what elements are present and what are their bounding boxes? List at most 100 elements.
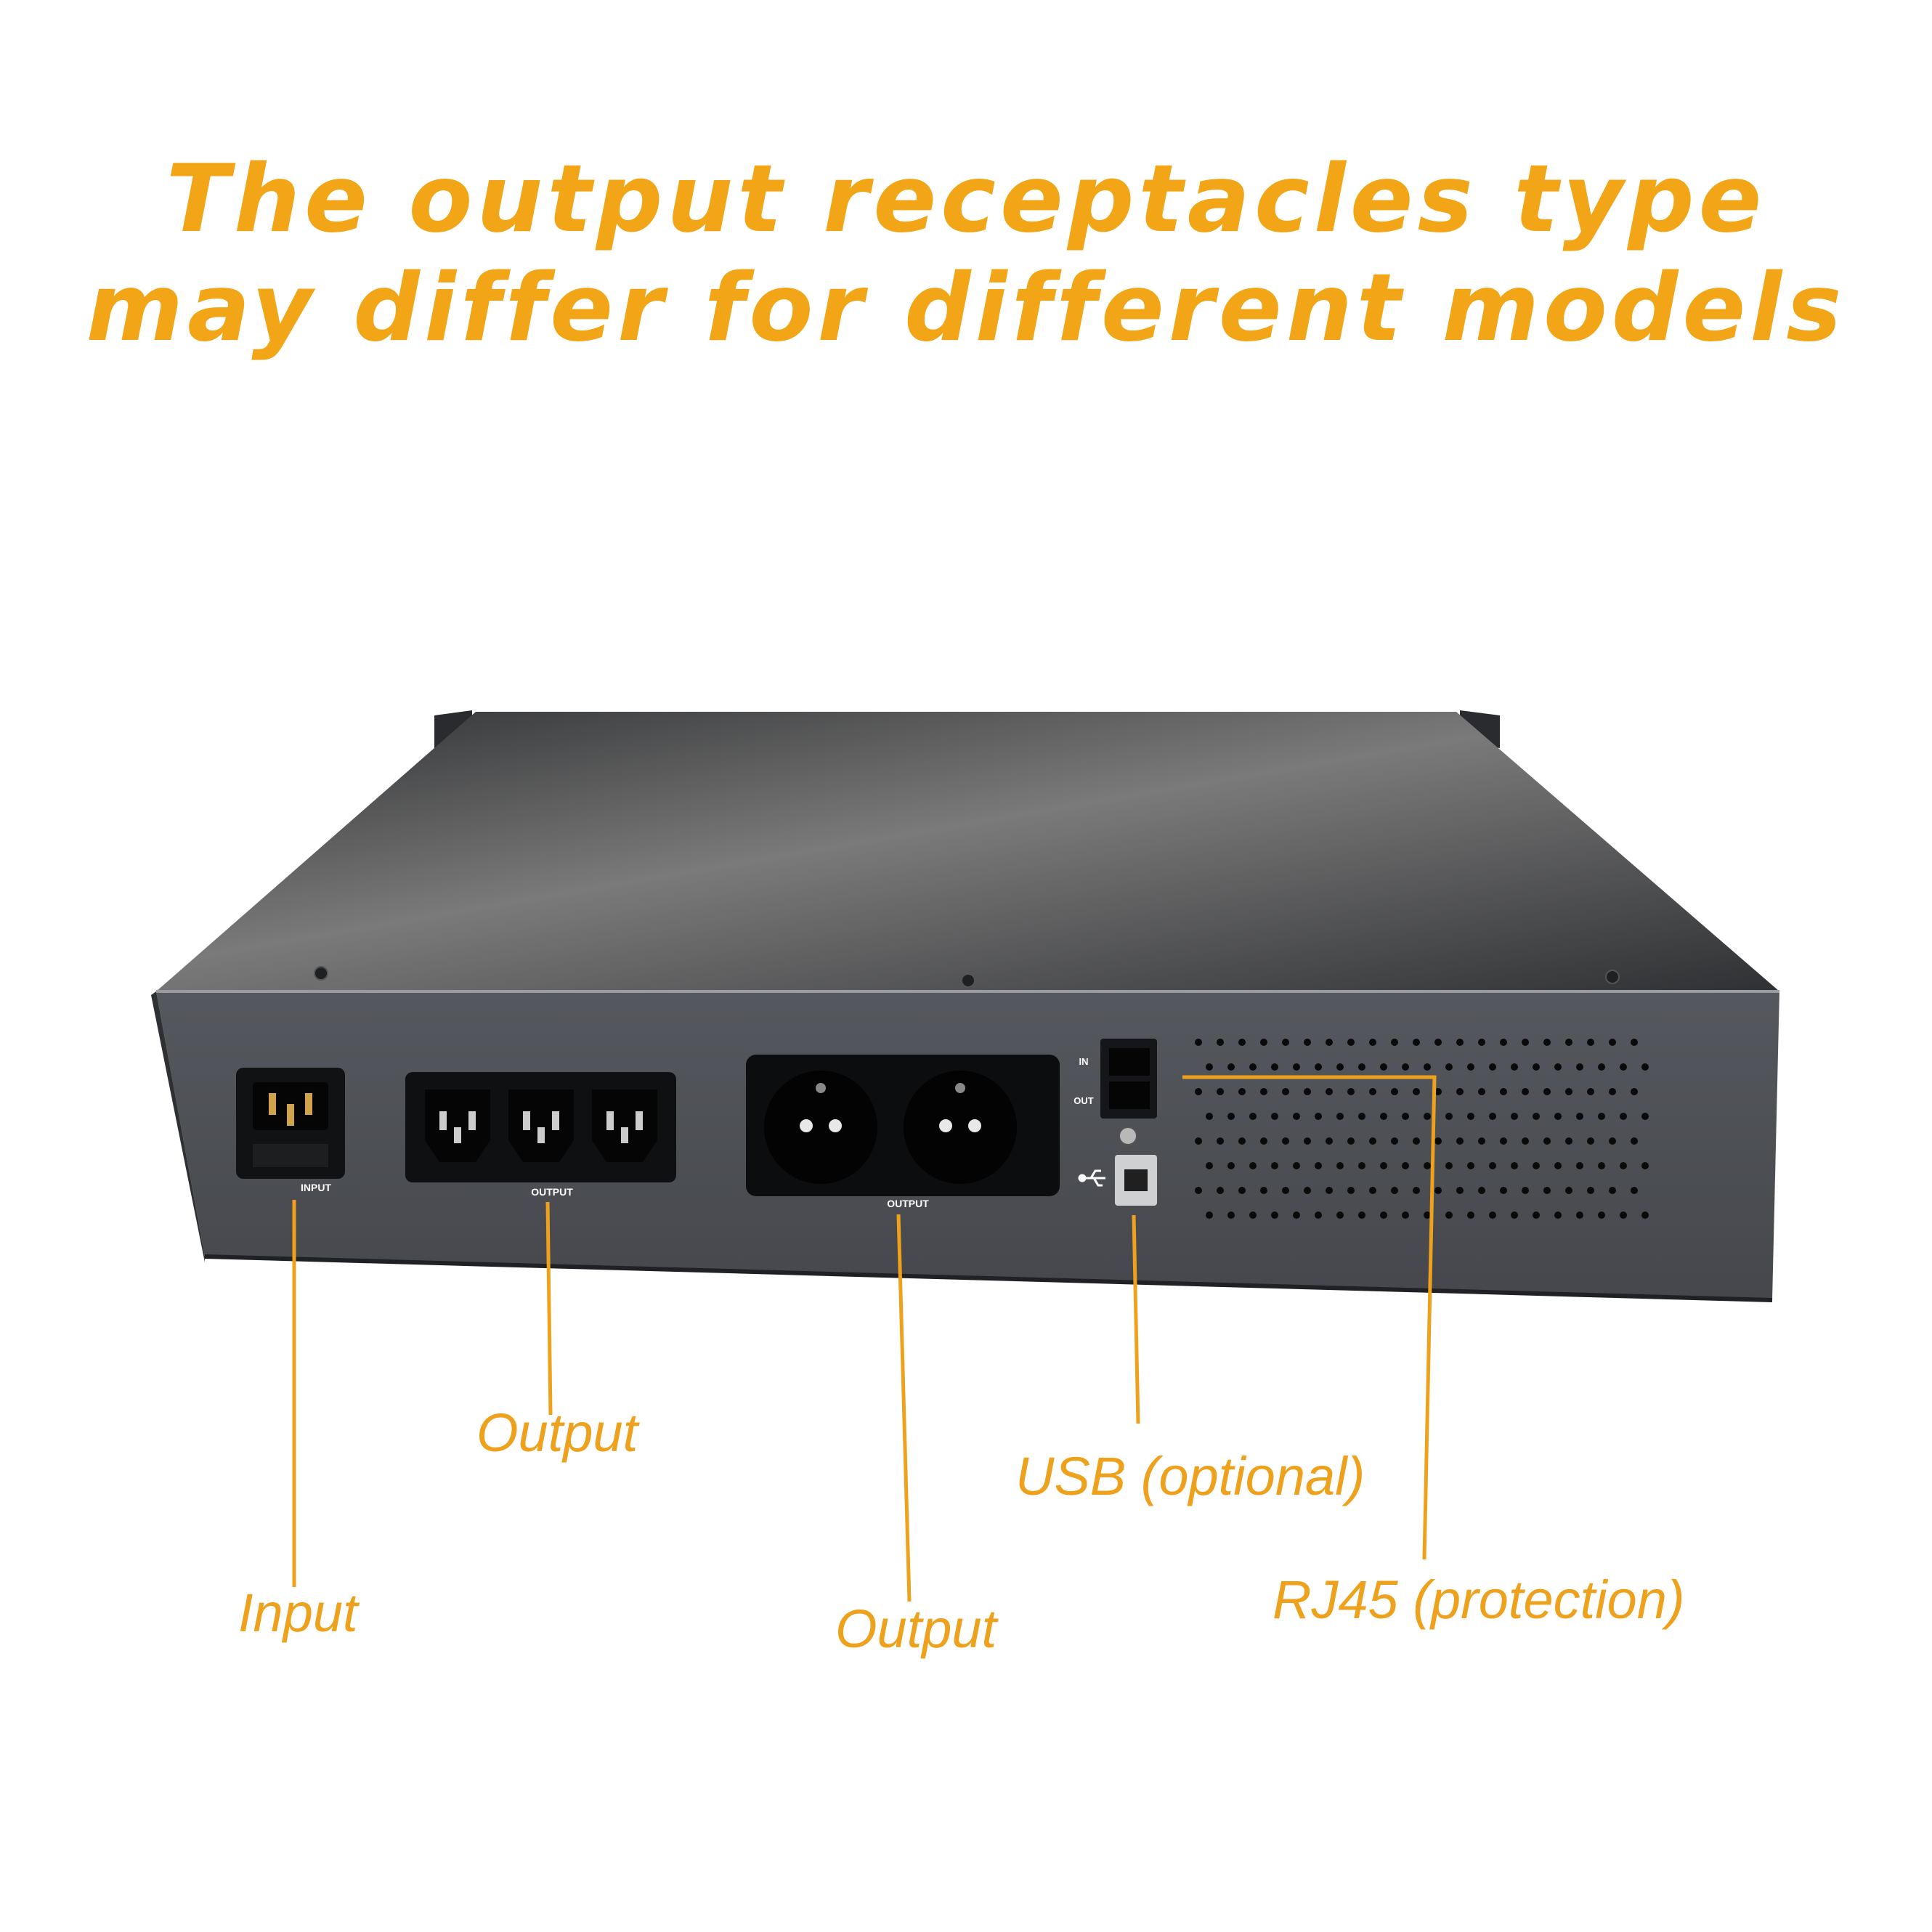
vent-hole <box>1326 1137 1333 1145</box>
vent-hole <box>1533 1063 1540 1071</box>
vent-hole <box>1478 1187 1485 1194</box>
callout-rj45: RJ45 (protection) <box>1273 1570 1685 1630</box>
vent-hole <box>1478 1039 1485 1046</box>
screw-2 <box>961 973 975 988</box>
vent-hole <box>1641 1063 1649 1071</box>
vent-hole <box>1391 1088 1398 1095</box>
vent-hole <box>1227 1162 1235 1169</box>
vent-hole <box>1620 1162 1627 1169</box>
vent-hole <box>1217 1137 1224 1145</box>
vent-hole <box>1641 1211 1649 1219</box>
vent-hole <box>1347 1039 1355 1046</box>
vent-hole <box>1260 1137 1267 1145</box>
input-panel-label: INPUT <box>301 1182 331 1193</box>
vent-hole <box>1543 1039 1551 1046</box>
usb-port <box>1115 1155 1157 1206</box>
vent-hole <box>1489 1211 1496 1219</box>
vent-hole <box>1282 1088 1289 1095</box>
vent-hole <box>1238 1088 1246 1095</box>
vent-hole <box>1249 1113 1257 1120</box>
schuko-output-panel-label: OUTPUT <box>887 1198 929 1209</box>
callout-output-schuko: Output <box>835 1599 997 1659</box>
vent-hole <box>1445 1063 1453 1071</box>
schuko-socket-2 <box>904 1071 1017 1184</box>
vent-hole <box>1445 1211 1453 1219</box>
vent-hole <box>1315 1211 1322 1219</box>
vent-hole <box>1326 1039 1333 1046</box>
vent-hole <box>1347 1187 1355 1194</box>
vent-hole <box>1434 1039 1442 1046</box>
vent-hole <box>1434 1137 1442 1145</box>
callout-output-iec: Output <box>476 1403 638 1463</box>
vent-hole <box>1304 1187 1311 1194</box>
vent-hole <box>1336 1063 1344 1071</box>
vent-hole <box>1565 1137 1572 1145</box>
vent-hole <box>1195 1137 1202 1145</box>
vent-hole <box>1413 1088 1420 1095</box>
vent-hole <box>1282 1039 1289 1046</box>
vent-hole <box>1631 1088 1638 1095</box>
vent-hole <box>1304 1039 1311 1046</box>
leader-line-usb <box>1132 1214 1140 1424</box>
rj45-out-label: OUT <box>1073 1095 1094 1106</box>
vent-hole <box>1413 1137 1420 1145</box>
iec-socket-2 <box>508 1089 574 1162</box>
vent-hole <box>1533 1211 1540 1219</box>
vent-hole <box>1467 1063 1474 1071</box>
rj45-port-block <box>1100 1039 1157 1119</box>
vent-hole <box>1565 1039 1572 1046</box>
vent-hole <box>1424 1211 1431 1219</box>
vent-hole <box>1500 1137 1507 1145</box>
vent-hole <box>1358 1162 1365 1169</box>
vent-hole <box>1391 1137 1398 1145</box>
vent-hole <box>1402 1211 1409 1219</box>
leader-line-rj45 <box>1182 1075 1437 1560</box>
vent-hole <box>1336 1162 1344 1169</box>
vent-hole <box>1467 1211 1474 1219</box>
vent-hole <box>1631 1187 1638 1194</box>
vent-hole <box>1576 1162 1583 1169</box>
vent-hole <box>1369 1187 1376 1194</box>
vent-hole <box>1227 1211 1235 1219</box>
usb-icon <box>1078 1169 1105 1187</box>
vent-hole <box>1358 1063 1365 1071</box>
vent-hole <box>1587 1137 1594 1145</box>
vent-hole <box>1609 1137 1616 1145</box>
vent-hole <box>1195 1187 1202 1194</box>
screw-3 <box>1605 970 1620 984</box>
chassis-top <box>156 712 1779 991</box>
iec-output-panel-label: OUTPUT <box>531 1186 573 1198</box>
vent-hole <box>1609 1088 1616 1095</box>
ventilation-grid <box>1195 1039 1649 1219</box>
leader-lines <box>292 1075 1437 1602</box>
vent-hole <box>1641 1162 1649 1169</box>
vent-hole <box>1336 1211 1344 1219</box>
vent-hole <box>1522 1187 1529 1194</box>
vent-hole <box>1467 1162 1474 1169</box>
vent-hole <box>1271 1063 1278 1071</box>
vent-hole <box>1282 1137 1289 1145</box>
screw-1 <box>314 966 328 981</box>
vent-hole <box>1195 1039 1202 1046</box>
vent-hole <box>1511 1063 1518 1071</box>
vent-hole <box>1434 1088 1442 1095</box>
vent-hole <box>1217 1039 1224 1046</box>
vent-hole <box>1533 1113 1540 1120</box>
callout-input: Input <box>238 1583 358 1643</box>
vent-hole <box>1326 1187 1333 1194</box>
vent-hole <box>1533 1162 1540 1169</box>
vent-hole <box>1620 1211 1627 1219</box>
vent-hole <box>1413 1187 1420 1194</box>
vent-hole <box>1424 1162 1431 1169</box>
vent-hole <box>1238 1039 1246 1046</box>
rj45-in-port <box>1109 1048 1150 1076</box>
vent-hole <box>1282 1187 1289 1194</box>
vent-hole <box>1631 1137 1638 1145</box>
vent-hole <box>1587 1039 1594 1046</box>
vent-hole <box>1543 1088 1551 1095</box>
vent-hole <box>1227 1063 1235 1071</box>
vent-hole <box>1554 1113 1562 1120</box>
vent-hole <box>1543 1137 1551 1145</box>
vent-hole <box>1565 1088 1572 1095</box>
